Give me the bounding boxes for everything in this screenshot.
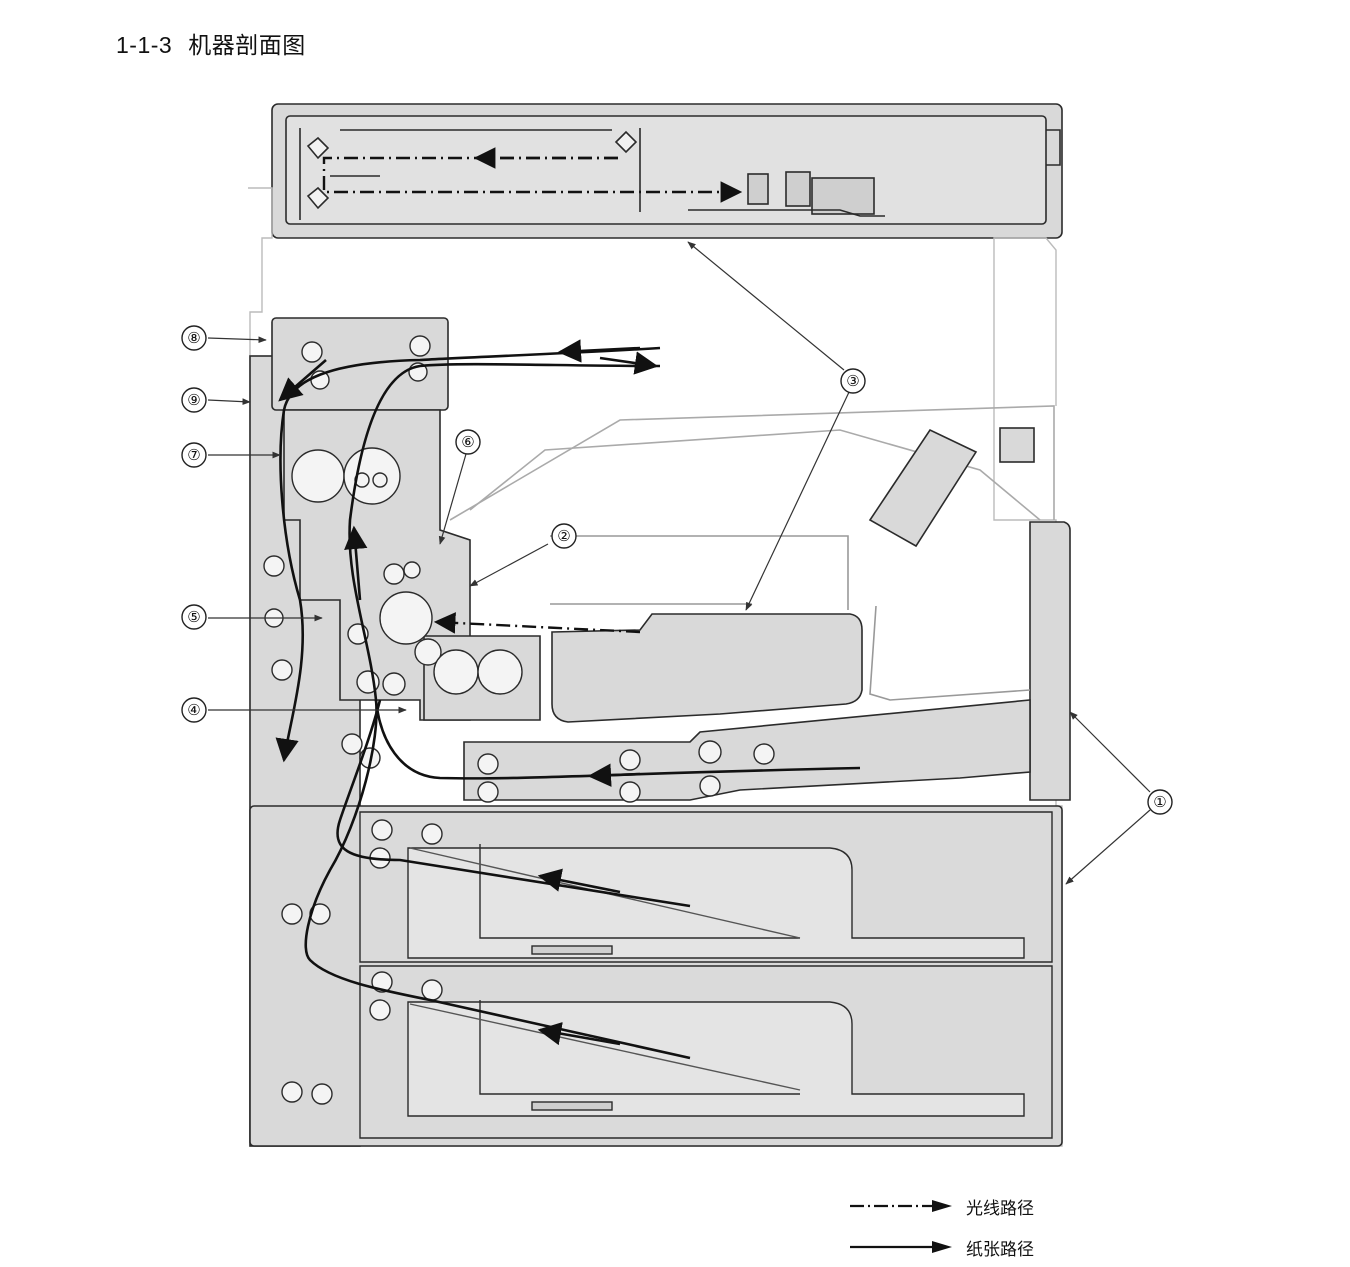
cassette-lower bbox=[359, 965, 1053, 1139]
section-title: 机器剖面图 bbox=[188, 33, 306, 59]
rollers bbox=[263, 335, 775, 1105]
paper-path bbox=[275, 339, 861, 1060]
callout-3: ③ bbox=[846, 373, 859, 390]
scanner-unit bbox=[271, 103, 1063, 239]
legend-paper-path-label: 纸张路径 bbox=[966, 1239, 1034, 1260]
laser-light-path bbox=[433, 612, 641, 634]
solid-arrow-icon bbox=[850, 1241, 952, 1253]
callout-5: ⑤ bbox=[187, 609, 200, 626]
callout-labels: ① ② ③ ④ ⑤ ⑥ ⑦ ⑧ ⑨ bbox=[187, 330, 1166, 811]
legend-paper-path: 纸张路径 bbox=[848, 1235, 1034, 1260]
callout-1: ① bbox=[1153, 794, 1166, 811]
section-number: 1-1-3 bbox=[116, 32, 173, 58]
callout-4: ④ bbox=[187, 702, 200, 719]
callout-8: ⑧ bbox=[187, 330, 200, 347]
callout-circles bbox=[181, 325, 1173, 815]
cassette-upper bbox=[359, 811, 1053, 963]
legend-light-path: 光线路径 bbox=[848, 1194, 1034, 1219]
callout-7: ⑦ bbox=[187, 447, 200, 464]
legend-light-path-label: 光线路径 bbox=[966, 1198, 1034, 1219]
scanner-light-path bbox=[322, 147, 743, 203]
callout-2: ② bbox=[557, 528, 570, 545]
leader-lines bbox=[207, 241, 1151, 885]
dash-dot-arrow-icon bbox=[850, 1200, 952, 1212]
callout-9: ⑨ bbox=[187, 392, 200, 409]
callout-6: ⑥ bbox=[461, 434, 474, 451]
page-title: 1-1-3 机器剖面图 bbox=[116, 26, 306, 60]
